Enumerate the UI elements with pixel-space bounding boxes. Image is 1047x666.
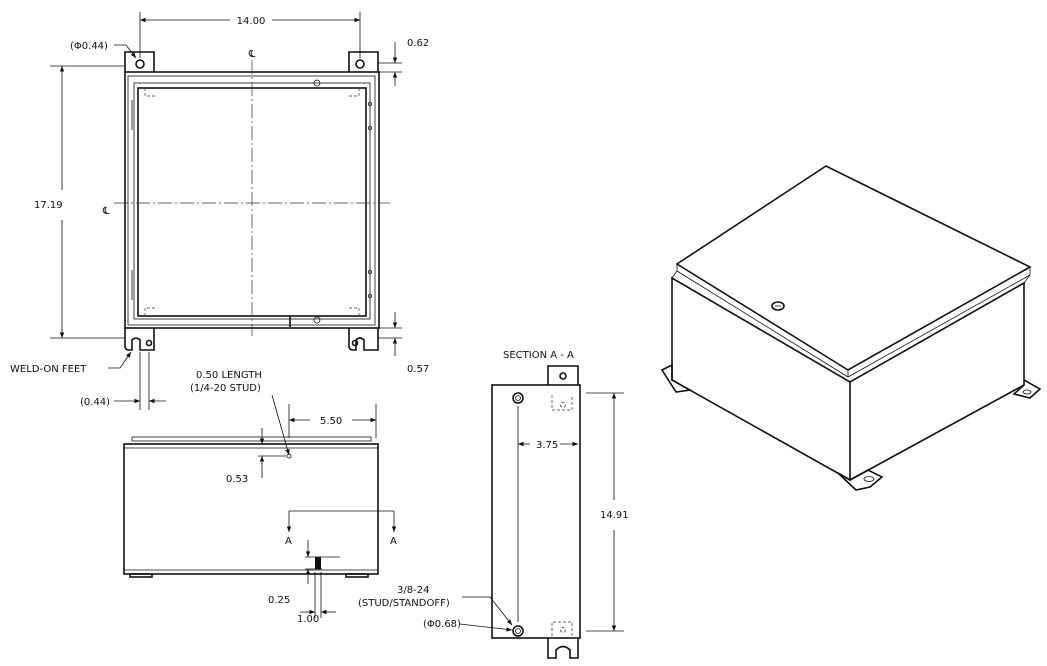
- iso-foot-front: [837, 469, 884, 491]
- plan-view: ℄ ℄ 14.00 (Φ0.44) 0.62 17.19 0.57 WELD-O…: [10, 12, 429, 410]
- tab-height-dimension: 0.25: [268, 595, 290, 606]
- foot-dimension: (0.44): [80, 397, 110, 408]
- isometric-view: [660, 165, 1042, 491]
- section-title: SECTION A - A: [503, 350, 574, 361]
- centerline-symbol-top: ℄: [248, 49, 256, 60]
- width-dimension: 14.00: [237, 16, 266, 27]
- bottom-offset-dimension: 0.57: [407, 364, 429, 375]
- bottom-right-foot: [348, 328, 379, 351]
- section-view: SECTION A - A 3.75 14.91 3/8-24 (STUD/ST…: [358, 350, 629, 659]
- front-lid-lip: [131, 436, 372, 442]
- iso-lid-top: [675, 165, 1032, 371]
- section-stud-label: 3/8-24: [397, 585, 429, 596]
- weld-on-feet-label: WELD-ON FEET: [10, 364, 87, 375]
- latch-tab: [315, 557, 321, 569]
- height-dimension: 17.19: [34, 200, 63, 211]
- section-mark-left: A: [285, 536, 292, 547]
- section-outline: [491, 384, 581, 639]
- hole-diameter-label: (Φ0.44): [70, 41, 108, 52]
- section-height-dimension: 14.91: [600, 510, 629, 521]
- centerline-symbol-left: ℄: [102, 206, 110, 217]
- stud-length-label: 0.50 LENGTH: [196, 370, 262, 381]
- stud-offset-dimension: 5.50: [320, 416, 342, 427]
- bottom-left-foot: [124, 328, 155, 351]
- section-stud-type-label: (STUD/STANDOFF): [358, 598, 450, 609]
- iso-body-left: [671, 276, 851, 482]
- front-view: 0.50 LENGTH (1/4-20 STUD) 5.50 0.53 A A …: [123, 370, 397, 625]
- top-offset-dimension: 0.62: [407, 38, 429, 49]
- tab-width-dimension: 1.00: [297, 614, 319, 625]
- section-mark-right: A: [390, 536, 397, 547]
- iso-body-right: [849, 281, 1025, 481]
- stud-drop-dimension: 0.53: [226, 474, 248, 485]
- iso-lock: [771, 301, 785, 311]
- stud-type-label: (1/4-20 STUD): [190, 383, 261, 394]
- top-left-mounting-tab: [124, 51, 155, 72]
- top-right-mounting-tab: [348, 51, 379, 72]
- front-body-outline: [123, 443, 379, 575]
- section-stud-diameter: (Φ0.68): [423, 619, 461, 630]
- iso-foot-right: [1012, 379, 1042, 399]
- iso-foot-left: [660, 363, 693, 393]
- inner-dimension: 3.75: [536, 440, 558, 451]
